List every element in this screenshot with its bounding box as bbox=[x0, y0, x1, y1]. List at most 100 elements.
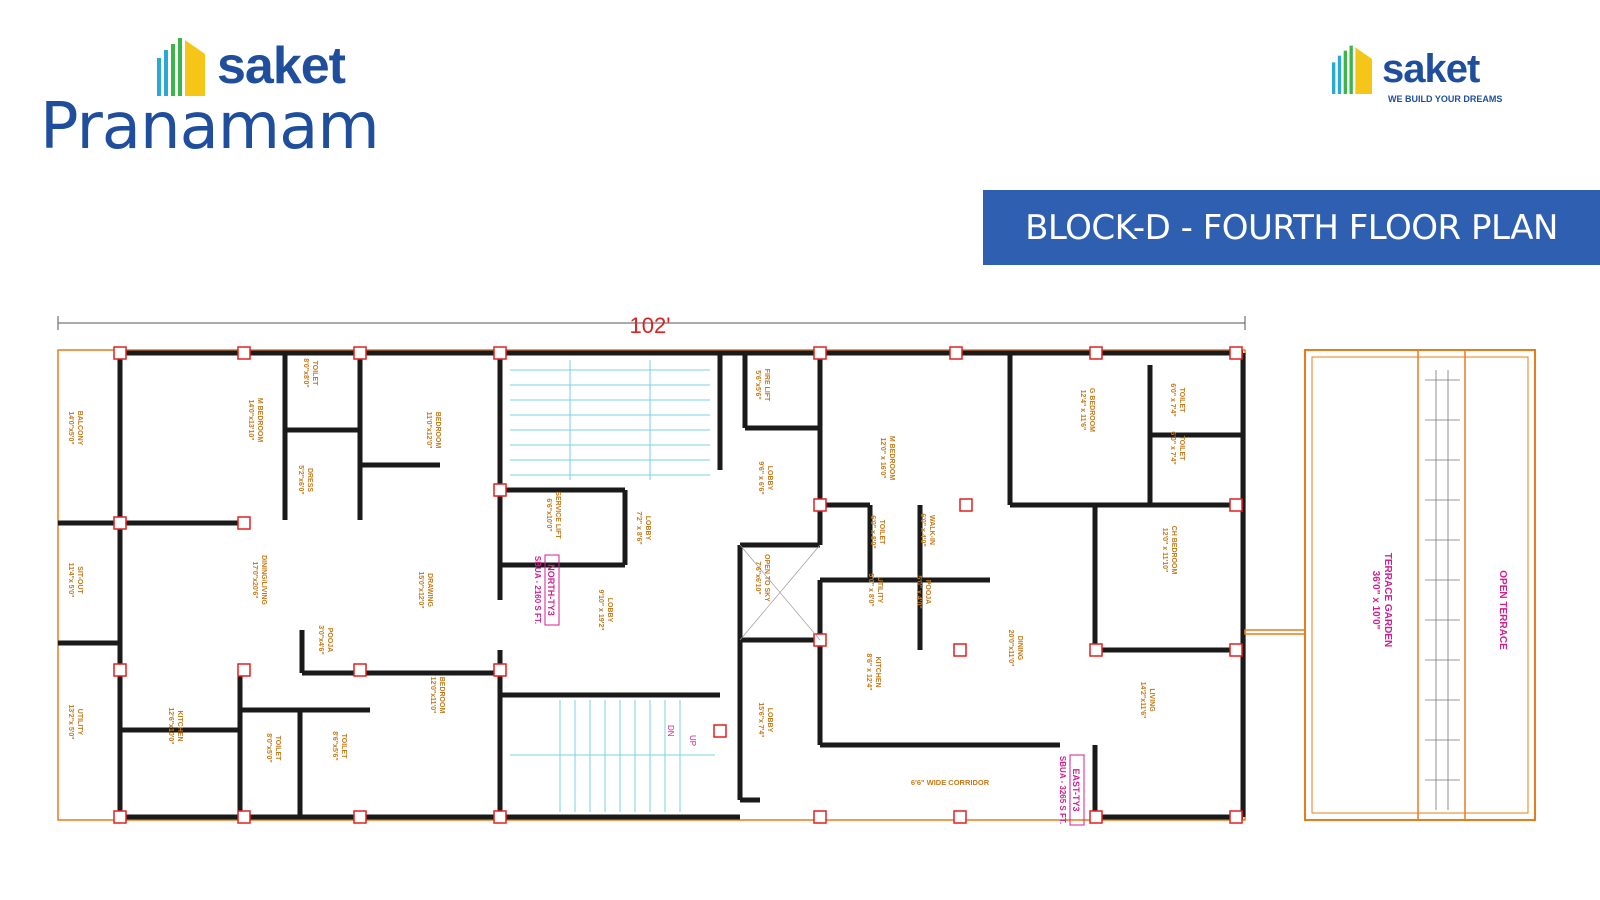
unit-tag-east: EAST-TY3 SBUA - 3265 S FT. bbox=[1058, 754, 1085, 826]
room-name: DINING bbox=[1016, 636, 1023, 661]
room-name: KITCHEN bbox=[176, 710, 183, 741]
room-name: POOJA bbox=[326, 628, 333, 653]
room-name: SIT-OUT bbox=[76, 566, 83, 594]
saket-logo: saket WE BUILD YOUR DREAMS bbox=[1330, 44, 1530, 114]
open-to-sky-void bbox=[739, 544, 821, 641]
room-size: 9'10" x 19'2" bbox=[597, 589, 604, 630]
room-size: 6'0" x 8'0" bbox=[869, 515, 876, 548]
room-size: 14'0"x13'10" bbox=[247, 399, 254, 440]
room-size: 13'2"x 5'0" bbox=[67, 704, 74, 739]
brand-tagline: WE BUILD YOUR DREAMS bbox=[1388, 94, 1503, 104]
room-size: 12'0" x 16'0" bbox=[879, 437, 886, 478]
room-size: 12'4" x 11'6" bbox=[1079, 390, 1086, 431]
brand-row-small: saket bbox=[1330, 44, 1530, 94]
room-name: POOJA bbox=[924, 580, 931, 605]
floor-plan-title: BLOCK-D - FOURTH FLOOR PLAN bbox=[1025, 207, 1558, 248]
staircase-north bbox=[510, 360, 710, 480]
room-size: 8'6" x 12'4" bbox=[865, 653, 872, 690]
room-name: M BEDROOM bbox=[888, 436, 895, 481]
room-size: 17'0"x20'6" bbox=[251, 561, 258, 598]
room-size: 12'0" x 11'10" bbox=[1161, 528, 1168, 573]
unit-name-east: EAST-TY3 bbox=[1071, 768, 1081, 811]
room-size: 15'6"x 7'4" bbox=[757, 702, 764, 737]
stair-dn-label: DN bbox=[666, 725, 675, 737]
room-size: 6'0" x 4'0" bbox=[919, 513, 926, 546]
room-name: LOBBY bbox=[766, 466, 773, 491]
room-label: WALK-IN6'0" x 4'0" bbox=[919, 513, 935, 546]
brand-name-small: saket bbox=[1382, 46, 1480, 91]
pranamam-logo: saket Pranamam bbox=[40, 28, 400, 168]
room-name: TOILET bbox=[1178, 436, 1185, 461]
room-name: UTILITY bbox=[76, 709, 83, 736]
room-size: 8'6"x5'6" bbox=[331, 731, 338, 760]
columns bbox=[113, 346, 1243, 824]
room-size: 15'0"x12'0" bbox=[417, 571, 424, 608]
terrace-area: TERRACE GARDEN 36'0" x 10'0" OPEN TERRAC… bbox=[1244, 349, 1536, 821]
room-size: 6'0" x 7'4" bbox=[1169, 383, 1176, 416]
unit-area-east: SBUA - 3265 S FT. bbox=[1058, 756, 1067, 824]
terrace-garden-size: 36'0" x 10'0" bbox=[1370, 571, 1381, 630]
walls bbox=[58, 350, 1246, 820]
room-name: BALCONY bbox=[76, 411, 83, 446]
room-size: 5'2"x6'0" bbox=[297, 465, 304, 494]
room-size: 8'0"x8'0" bbox=[302, 358, 309, 387]
room-size: 3'0"x4'6" bbox=[317, 625, 324, 654]
unit-tag-north: NORTH-TY3 SBUA - 2160 S FT. bbox=[533, 554, 560, 626]
room-name: KITCHEN bbox=[874, 656, 881, 687]
room-size: 9'6" x 6'6" bbox=[757, 461, 764, 494]
room-size: 14'0"x5'0" bbox=[67, 411, 74, 444]
room-size: 12'6"x10'0" bbox=[167, 707, 174, 744]
room-name: WALK-IN bbox=[928, 515, 935, 545]
building-bars-icon bbox=[157, 38, 205, 96]
room-size: 8'0"x5'0" bbox=[265, 733, 272, 762]
unit-area-north: SBUA - 2160 S FT. bbox=[533, 556, 542, 624]
room-size: 5'0" x 4'0" bbox=[915, 575, 922, 608]
overall-dimension: 102' bbox=[630, 313, 671, 338]
room-size: 20'0"x11'0" bbox=[1007, 630, 1014, 667]
room-name: TOILET bbox=[340, 734, 347, 759]
stair-up-label: UP bbox=[688, 735, 697, 746]
building-bars-icon bbox=[1332, 45, 1372, 94]
brand-name: saket bbox=[217, 37, 346, 95]
room-size: 12'0"x11'0" bbox=[429, 677, 436, 714]
room-name: DRAWING bbox=[426, 573, 433, 607]
corridor-label: 6'6" WIDE CORRIDOR bbox=[911, 778, 990, 787]
dimension-line: 102' bbox=[57, 313, 1246, 338]
room-name: G BEDROOM bbox=[1088, 388, 1095, 432]
room-name: CH BEDROOM bbox=[1170, 526, 1177, 575]
room-size: 6'6"x10'0" bbox=[545, 498, 552, 531]
unit-name-north: NORTH-TY3 bbox=[546, 564, 556, 616]
room-name: LIVING bbox=[1148, 688, 1155, 712]
room-name: LOBBY bbox=[606, 598, 613, 623]
room-name: TOILET bbox=[1178, 388, 1185, 413]
room-size: 14'2"x11'6" bbox=[1139, 682, 1146, 719]
room-name: BEDROOM bbox=[438, 677, 445, 714]
room-name: DRESS bbox=[306, 468, 313, 492]
room-name: LOBBY bbox=[644, 516, 651, 541]
room-name: LOBBY bbox=[766, 708, 773, 733]
room-size: 7'6"x6'10" bbox=[754, 561, 761, 594]
